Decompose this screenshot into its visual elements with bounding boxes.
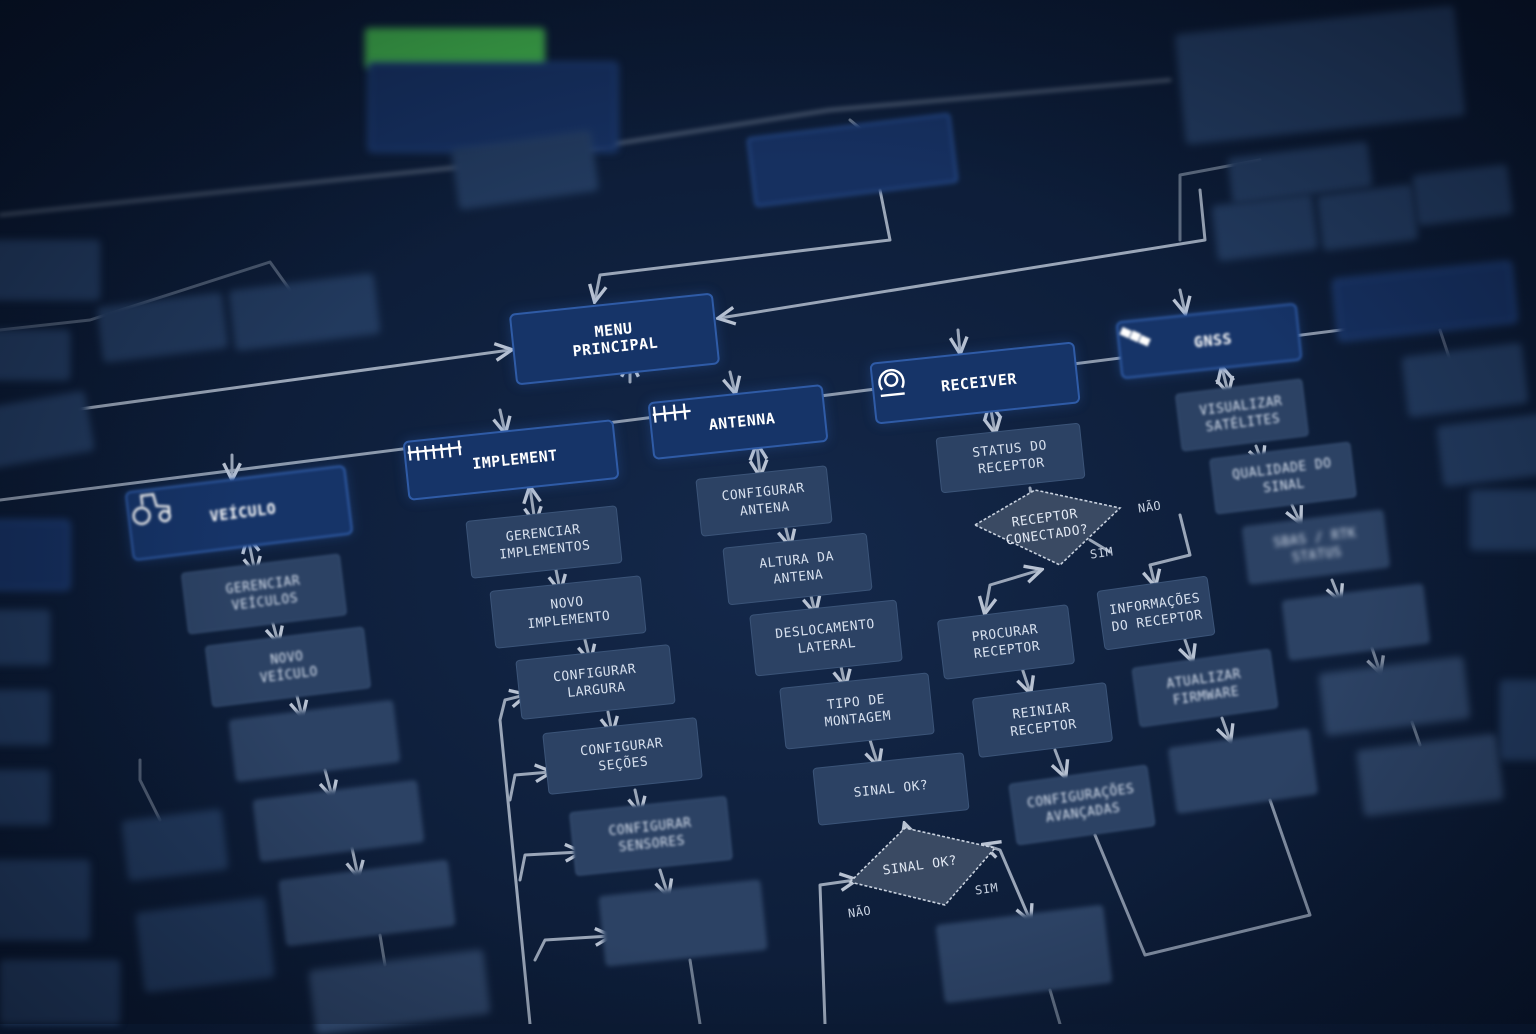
implement-header-label: IMPLEMENT <box>471 445 559 473</box>
left-box-8 <box>0 770 50 825</box>
left-box-10 <box>135 897 275 993</box>
right-side-box-3 <box>1317 184 1418 251</box>
receiver-header-label: RECEIVER <box>940 369 1018 396</box>
gnss-header-label: GNSS <box>1193 329 1233 352</box>
left-box-7 <box>0 690 50 745</box>
far-right-item-3 <box>1470 490 1536 550</box>
left-box-1 <box>0 240 100 300</box>
antenna-header-label: ANTENNA <box>707 408 777 434</box>
veiculo-header-label: VEÍCULO <box>208 499 278 526</box>
far-right-item-4 <box>1500 680 1536 760</box>
left-box-12 <box>0 960 120 1024</box>
far-right-item-2 <box>1436 413 1536 487</box>
left-header-box <box>0 520 70 590</box>
left-box-9 <box>121 809 229 881</box>
left-box-11 <box>0 860 90 940</box>
left-box-6 <box>0 610 50 665</box>
left-box-4 <box>0 330 70 380</box>
